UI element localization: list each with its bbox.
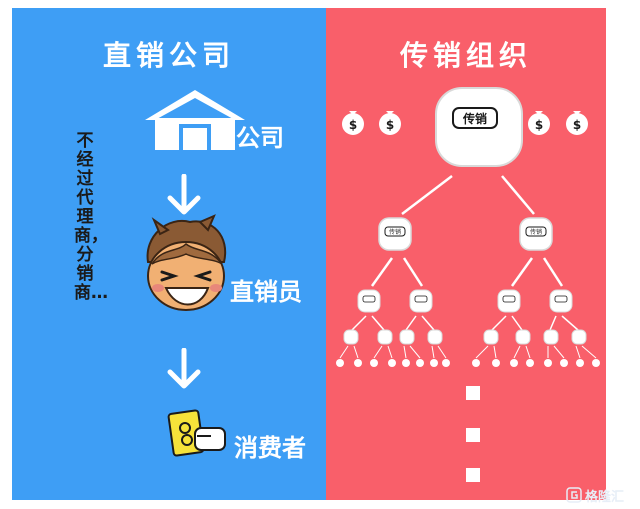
top-node-label: 传销: [462, 111, 487, 126]
side-note-text: 不经过代理商，分销商…: [74, 131, 108, 303]
node-bubble-icon: [543, 329, 559, 345]
node-label: 传销: [389, 228, 401, 236]
node-bubble-icon: [571, 329, 587, 345]
down-arrow-icon: [167, 174, 201, 215]
watermark: 格隆汇: [566, 486, 625, 505]
direct-sales-panel: 直销公司 公司 不经过代理商，分销商… 直销员 消费者: [12, 8, 326, 500]
money-bag-icon: $: [342, 111, 364, 135]
money-bag-icon: $: [566, 111, 588, 135]
node-bubble-icon: [377, 329, 393, 345]
pyramid-scheme-title: 传销组织: [399, 39, 532, 72]
money-bag-icon: $: [379, 111, 401, 135]
svg-text:$: $: [349, 118, 357, 132]
node-bubble-icon: [409, 289, 433, 313]
svg-text:$: $: [573, 118, 581, 132]
seller-label: 直销员: [230, 278, 302, 306]
node-bubble-icon: [497, 289, 521, 313]
consumer-label: 消费者: [234, 434, 306, 462]
svg-text:$: $: [386, 118, 394, 132]
continuation-square: [466, 428, 480, 442]
node-bubble-icon: [357, 289, 381, 313]
direct-sales-title: 直销公司: [102, 39, 235, 72]
node-bubble-icon: [399, 329, 415, 345]
node-bubble-icon: 传销: [519, 217, 553, 251]
continuation-square: [466, 386, 480, 400]
node-bubble-icon: [427, 329, 443, 345]
node-bubble-icon: [343, 329, 359, 345]
svg-text:$: $: [535, 118, 543, 132]
continuation-square: [466, 468, 480, 482]
node-bubble-icon: [515, 329, 531, 345]
money-bag-icon: $: [528, 111, 550, 135]
house-icon: [145, 90, 245, 150]
watermark-text: 格隆汇: [585, 489, 625, 505]
pyramid-scheme-panel: 传销组织 $ $ $ $ 传销: [326, 8, 606, 500]
down-arrow-icon: [167, 348, 201, 389]
seller-face-icon: [146, 214, 227, 311]
node-label: 传销: [530, 228, 542, 236]
node-bubble-icon: 传销: [378, 217, 412, 251]
company-label: 公司: [236, 124, 284, 152]
node-bubble-icon: [549, 289, 573, 313]
node-bubble-icon: [483, 329, 499, 345]
hand-with-cash-icon: [167, 409, 226, 457]
pyramid-tree-diagram: $ $ $ $ 传销: [336, 87, 600, 482]
watermark-logo-icon: [566, 487, 582, 503]
node-bubble-icon: 传销: [435, 87, 523, 167]
